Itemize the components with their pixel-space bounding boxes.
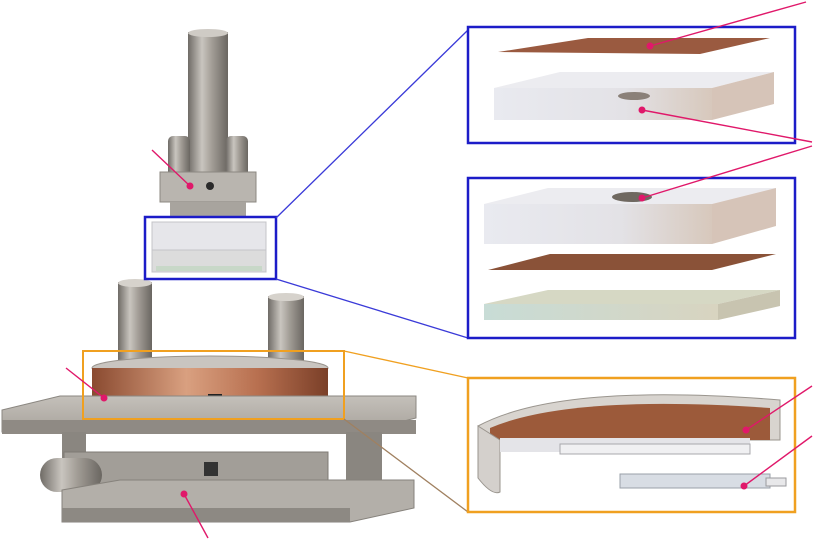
detail-frame-upper xyxy=(466,25,797,145)
platen xyxy=(170,202,246,218)
detail-frame-cell xyxy=(466,376,797,514)
middle-glass-front xyxy=(484,204,712,244)
cell-cutaway-wall xyxy=(477,425,501,494)
post-left-top xyxy=(118,279,152,287)
callout-line-middle-electrode xyxy=(641,145,813,199)
cell-cutaway-channel xyxy=(559,443,751,455)
callout-dots xyxy=(100,42,750,498)
middle-substrate-side xyxy=(718,290,780,320)
apparatus-main xyxy=(1,29,417,523)
vertical-shaft xyxy=(188,32,228,182)
callout-line-upper-electrode xyxy=(641,109,813,143)
upper-glass-front xyxy=(494,88,712,120)
callout-line-cell xyxy=(65,367,105,399)
connector-blue-top xyxy=(275,29,469,219)
callout-line-upper-film xyxy=(649,1,807,47)
callout-dot-icon xyxy=(740,482,748,490)
base-plate-edge xyxy=(62,508,350,522)
callouts xyxy=(65,1,813,539)
upper-electrode xyxy=(618,92,650,100)
callout-line-clamp xyxy=(151,149,191,187)
post-left xyxy=(118,282,152,362)
middle-glass-side xyxy=(712,188,776,244)
cell-cutaway-outlet-tube xyxy=(619,473,771,489)
upper-glass-side xyxy=(712,72,774,120)
callout-line-base xyxy=(183,493,209,539)
cell-cutaway-outlet-tip xyxy=(765,477,787,487)
lower-port xyxy=(204,462,218,476)
callout-dot-icon xyxy=(742,426,750,434)
cell-frame-small xyxy=(82,350,345,420)
callout-dot-icon xyxy=(638,106,646,114)
connector-orange-top xyxy=(343,350,469,379)
support-right xyxy=(346,432,382,486)
callout-line-cell-interior xyxy=(745,385,813,431)
sample-stack-substrate xyxy=(156,266,262,271)
middle-film-layer xyxy=(488,254,776,270)
callout-dot-icon xyxy=(180,490,188,498)
connector-orange-bottom xyxy=(343,418,469,513)
connector-blue-bottom xyxy=(275,278,469,339)
callout-dot-icon xyxy=(638,194,646,202)
cell-cutaway-interior xyxy=(490,403,770,440)
middle-substrate-top xyxy=(484,290,780,304)
callout-dot-icon xyxy=(186,182,194,190)
sample-frame-small xyxy=(143,215,278,281)
shaft-top xyxy=(188,29,228,37)
callout-dot-icon xyxy=(100,394,108,402)
callout-dot-icon xyxy=(646,42,654,50)
side-cylinder xyxy=(40,458,102,492)
callout-line-cell-outlet xyxy=(743,435,813,487)
clamp-bolt-hole xyxy=(206,182,214,190)
post-right-top xyxy=(268,293,304,301)
upper-film-layer xyxy=(498,38,770,54)
detail-frame-middle xyxy=(466,176,797,340)
upper-glass-top xyxy=(494,72,774,88)
knurled-collar-right xyxy=(226,136,248,182)
top-plate-edge xyxy=(2,420,416,434)
middle-substrate-front xyxy=(484,304,718,320)
sample-stack-top xyxy=(151,221,267,251)
